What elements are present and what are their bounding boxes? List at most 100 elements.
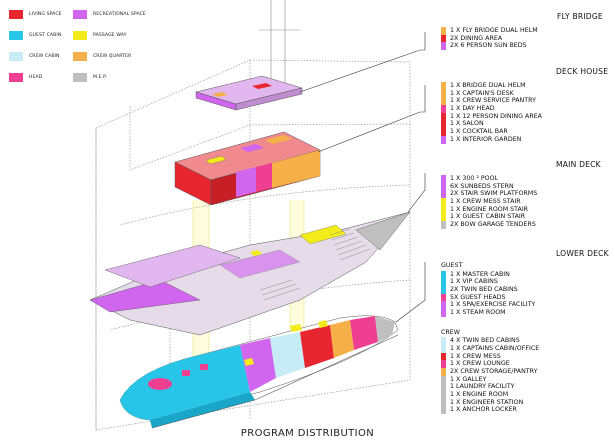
program-item: 1 X CREW SERVICE PANTRY <box>441 97 542 106</box>
legend-swatch <box>73 10 87 19</box>
program-item: 2X TWIN BED CABINS <box>441 285 539 294</box>
legend-swatch <box>9 31 23 40</box>
program-item: 1 X ANCHOR LOCKER <box>441 406 539 414</box>
program-color-bar <box>441 270 446 279</box>
program-item: 1 X GUEST CABIN STAIR <box>441 213 537 222</box>
program-color-bar <box>441 112 446 121</box>
legend-item: Head <box>9 73 42 82</box>
program-item-label: 1 X GALLEY <box>450 375 487 383</box>
program-item-label: 1 X CREW SERVICE PANTRY <box>450 97 536 105</box>
program-item-label: 1 X CREW MESS <box>450 352 501 360</box>
program-color-bar <box>441 89 446 98</box>
program-color-bar <box>441 383 446 391</box>
program-item-label: 1 X COCKTAIL BAR <box>450 128 508 136</box>
program-item-label: 1 X CREW LOUNGE <box>450 360 510 368</box>
program-item: 1 X VIP CABINS <box>441 278 539 286</box>
legend-item: Crew Quarter <box>73 52 131 61</box>
program-item-label: 5X GUEST HEADS <box>450 293 506 301</box>
program-item: 1 X SALON <box>441 120 542 129</box>
program-item: 1 X 300 ² POOL <box>441 175 537 183</box>
program-item-label: 2X DINING AREA <box>450 34 503 42</box>
program-item-label: 1 X BRIDGE DUAL HELM <box>450 82 526 89</box>
program-item-label: 1 X MASTER CABIN <box>450 270 510 278</box>
program-color-bar <box>441 293 446 302</box>
program-color-bar <box>441 105 446 113</box>
group-label: GUEST <box>441 262 463 269</box>
legend-label: Recreational Space <box>93 12 146 17</box>
program-item: 2X 6 PERSON SUN BEDS <box>441 42 538 51</box>
program-item: 1 X SPA/EXERCISE FACILITY <box>441 301 539 309</box>
program-item-label: 1 X CREW MESS STAIR <box>450 198 521 206</box>
program-item-label: 1 X VIP CABINS <box>450 278 498 286</box>
program-color-bar <box>441 182 446 191</box>
legend-label: Passage Way <box>93 33 127 38</box>
group-spacer <box>441 317 539 329</box>
program-color-bar <box>441 221 446 229</box>
legend-label: M.E.P. <box>93 75 107 80</box>
program-item: 1 X INTERIOR GARDEN <box>441 135 542 144</box>
program-color-bar <box>441 352 446 361</box>
program-color-bar <box>441 301 446 309</box>
program-color-bar <box>441 120 446 129</box>
program-color-bar <box>441 406 446 414</box>
program-item: 1 X BRIDGE DUAL HELM <box>441 82 542 90</box>
legend-swatch <box>73 73 87 82</box>
program-item-label: 1 X SPA/EXERCISE FACILITY <box>450 301 536 309</box>
program-item-label: 1 X 300 ² POOL <box>450 175 499 182</box>
program-item: 1 LAUNDRY FACILITY <box>441 383 539 391</box>
program-item: 2X BOW GARAGE TENDERS <box>441 221 537 229</box>
program-color-bar <box>441 205 446 214</box>
legend-item: M.E.P. <box>73 73 107 82</box>
legend-label: Crew Cabin <box>29 54 60 59</box>
program-item-label: 1 X DAY HEAD <box>450 105 495 113</box>
section-title: MAIN DECK <box>556 160 601 169</box>
program-color-bar <box>441 285 446 294</box>
legend-label: Crew Quarter <box>93 54 132 59</box>
program-item-label: 2X CREW STORAGE/PANTRY <box>450 367 538 375</box>
program-color-bar <box>441 198 446 206</box>
program-item: 2X CREW STORAGE/PANTRY <box>441 367 539 376</box>
legend-swatch <box>9 10 23 19</box>
legend-label: Guest Cabin <box>29 33 62 38</box>
program-item: 6X SUNBEDS STERN <box>441 182 537 191</box>
program-item: 1 X FLY BRIDGE DUAL HELM <box>441 27 538 35</box>
program-item: 1 X CREW MESS <box>441 352 539 361</box>
program-color-bar <box>441 34 446 43</box>
program-item-label: 1 X CAPTAINS CABIN/OFFICE <box>450 344 540 352</box>
program-item-label: 1 X ENGINE ROOM STAIR <box>450 205 529 213</box>
program-item: 1 X STEAM ROOM <box>441 308 539 317</box>
program-item: 1 X MASTER CABIN <box>441 270 539 279</box>
program-item: 4 X TWIN BED CABINS <box>441 337 539 345</box>
program-color-bar <box>441 42 446 51</box>
program-color-bar <box>441 213 446 222</box>
program-item: 1 X CAPTAINS CABIN/OFFICE <box>441 344 540 353</box>
program-item-label: 2X BOW GARAGE TENDERS <box>450 221 536 229</box>
diagram-title: PROGRAM DISTRIBUTION <box>240 428 375 439</box>
program-item: 1 X ENGINE ROOM STAIR <box>441 205 537 214</box>
section-title: LOWER DECK <box>556 249 609 258</box>
program-item: 5X GUEST HEADS <box>441 293 539 302</box>
legend-item: Guest Cabin <box>9 31 61 40</box>
legend-swatch <box>9 73 23 82</box>
program-item-label: 2X STAIR SWIM PLATFORMS <box>450 190 538 198</box>
program-item: 1 X ENGINE ROOM <box>441 390 539 399</box>
program-color-bar <box>441 337 446 345</box>
section-title: DECK HOUSE <box>556 67 609 76</box>
program-item-label: 1 LAUNDRY FACILITY <box>450 383 515 391</box>
program-item: 2X DINING AREA <box>441 34 538 43</box>
program-item-label: 1 X SALON <box>450 120 484 128</box>
program-color-bar <box>441 97 446 106</box>
program-item: 1 X DAY HEAD <box>441 105 542 113</box>
program-item-label: 1 X ENGINEER STATION <box>450 398 524 406</box>
program-color-bar <box>441 367 446 376</box>
group-label: CREW <box>441 328 460 336</box>
program-item: 1 X ENGINEER STATION <box>441 398 539 407</box>
legend-item: Passage Way <box>73 31 127 40</box>
program-item-label: 1 X FLY BRIDGE DUAL HELM <box>450 27 538 34</box>
program-item-label: 1 X INTERIOR GARDEN <box>450 135 522 143</box>
program-color-bar <box>441 375 446 384</box>
